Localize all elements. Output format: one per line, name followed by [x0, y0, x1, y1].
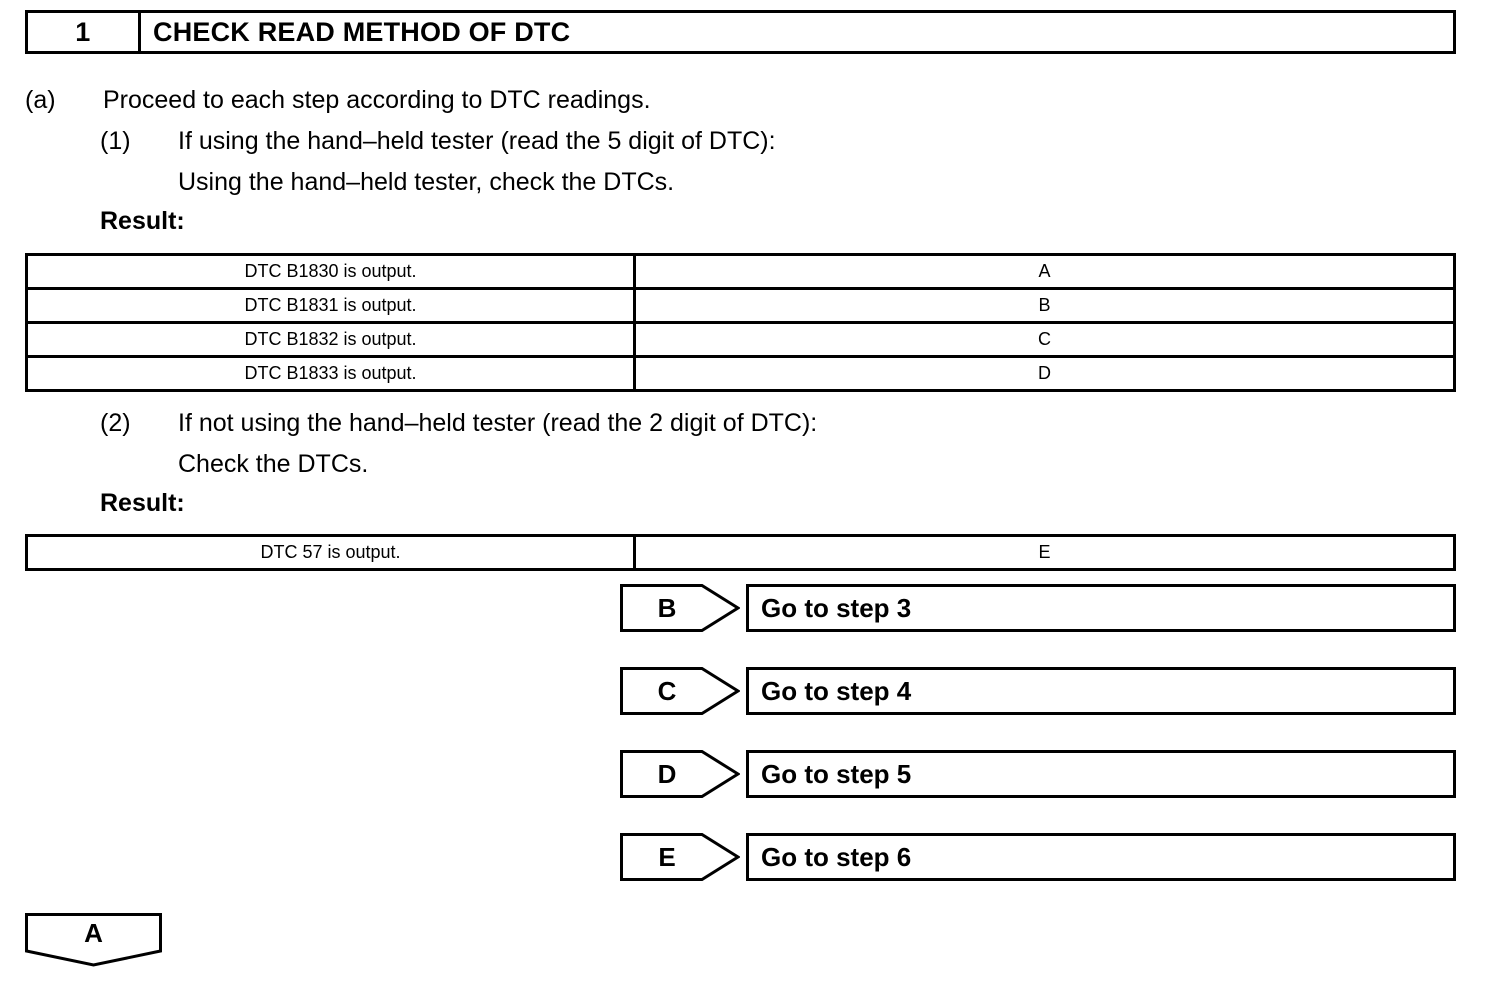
condition-cell: DTC B1830 is output.: [25, 253, 636, 290]
table-row: DTC 57 is output. E: [25, 534, 1456, 571]
jump-tag-arrow-icon: E: [620, 833, 740, 881]
result-cell: E: [633, 534, 1456, 571]
result-cell: A: [633, 253, 1456, 290]
condition-cell: DTC 57 is output.: [25, 534, 636, 571]
result-cell: C: [633, 321, 1456, 358]
result-table-1: DTC B1830 is output. A DTC B1831 is outp…: [25, 253, 1456, 392]
sub-item-text-1-line2: Using the hand–held tester, check the DT…: [178, 168, 675, 196]
step-title: CHECK READ METHOD OF DTC: [153, 16, 571, 47]
jump-tag-arrow-icon: D: [620, 750, 740, 798]
condition-cell: DTC B1833 is output.: [25, 355, 636, 392]
result-cell: B: [633, 287, 1456, 324]
jump-row-c: C Go to step 4: [620, 667, 1456, 715]
result-table-2: DTC 57 is output. E: [25, 534, 1456, 571]
result-label-2: Result:: [100, 489, 185, 517]
jump-action-box: Go to step 4: [746, 667, 1456, 715]
connector-down-arrow-icon: A: [25, 913, 162, 967]
sub-item-text-2-line2: Check the DTCs.: [178, 450, 369, 478]
jump-tag-letter: E: [658, 841, 676, 872]
table-row: DTC B1831 is output. B: [25, 287, 1456, 324]
table-row: DTC B1830 is output. A: [25, 253, 1456, 290]
step-header: 1 CHECK READ METHOD OF DTC: [25, 10, 1456, 54]
sub-item-marker-2: (2): [100, 409, 131, 437]
jump-row-d: D Go to step 5: [620, 750, 1456, 798]
jump-action-box: Go to step 6: [746, 833, 1456, 881]
item-text-a: Proceed to each step according to DTC re…: [103, 86, 651, 114]
condition-cell: DTC B1831 is output.: [25, 287, 636, 324]
sub-item-text-2-line1: If not using the hand–held tester (read …: [178, 409, 818, 437]
jump-tag-arrow-icon: C: [620, 667, 740, 715]
sub-item-text-1-line1: If using the hand–held tester (read the …: [178, 127, 776, 155]
sub-item-marker-1: (1): [100, 127, 131, 155]
jump-action-box: Go to step 5: [746, 750, 1456, 798]
table-row: DTC B1832 is output. C: [25, 321, 1456, 358]
jump-row-e: E Go to step 6: [620, 833, 1456, 881]
condition-cell: DTC B1832 is output.: [25, 321, 636, 358]
jump-tag-letter: D: [657, 758, 677, 789]
jump-tag-letter: B: [657, 592, 677, 623]
connector-letter: A: [84, 917, 103, 948]
result-label-1: Result:: [100, 207, 185, 235]
jump-tag-arrow-icon: B: [620, 584, 740, 632]
jump-tag-letter: C: [657, 675, 677, 706]
result-cell: D: [633, 355, 1456, 392]
jump-action-box: Go to step 3: [746, 584, 1456, 632]
step-number: 1: [28, 13, 141, 51]
jump-row-b: B Go to step 3: [620, 584, 1456, 632]
table-row: DTC B1833 is output. D: [25, 355, 1456, 392]
item-marker-a: (a): [25, 86, 56, 114]
